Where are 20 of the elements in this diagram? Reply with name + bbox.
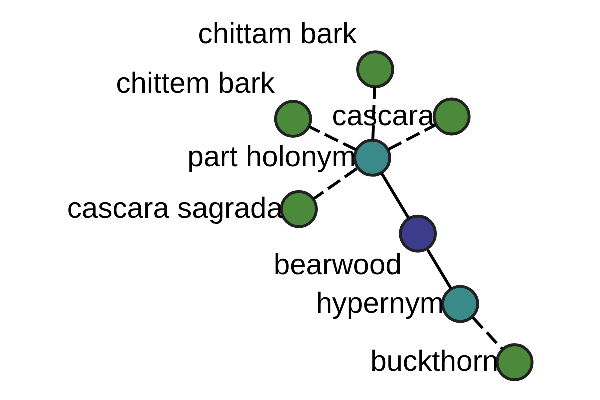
node-label: part holonym xyxy=(187,142,356,174)
node-label: bearwood xyxy=(273,250,402,282)
node-label: chittam bark xyxy=(198,18,357,50)
node-circle xyxy=(356,50,394,89)
connector xyxy=(380,172,410,220)
connector xyxy=(371,87,376,140)
connector xyxy=(387,124,436,151)
node-label: chittem bark xyxy=(116,68,275,100)
connector xyxy=(426,249,452,290)
node-circle xyxy=(495,344,534,382)
node-circle xyxy=(440,285,479,324)
node-label: cascara xyxy=(332,100,434,133)
connector xyxy=(472,316,503,350)
node-label: buckthorn xyxy=(370,346,498,378)
node-circle xyxy=(353,139,391,177)
connector xyxy=(312,168,358,200)
node-circle xyxy=(398,214,437,253)
node-label: hypernym xyxy=(316,288,444,320)
node-circle xyxy=(274,100,312,138)
connector xyxy=(308,126,357,152)
